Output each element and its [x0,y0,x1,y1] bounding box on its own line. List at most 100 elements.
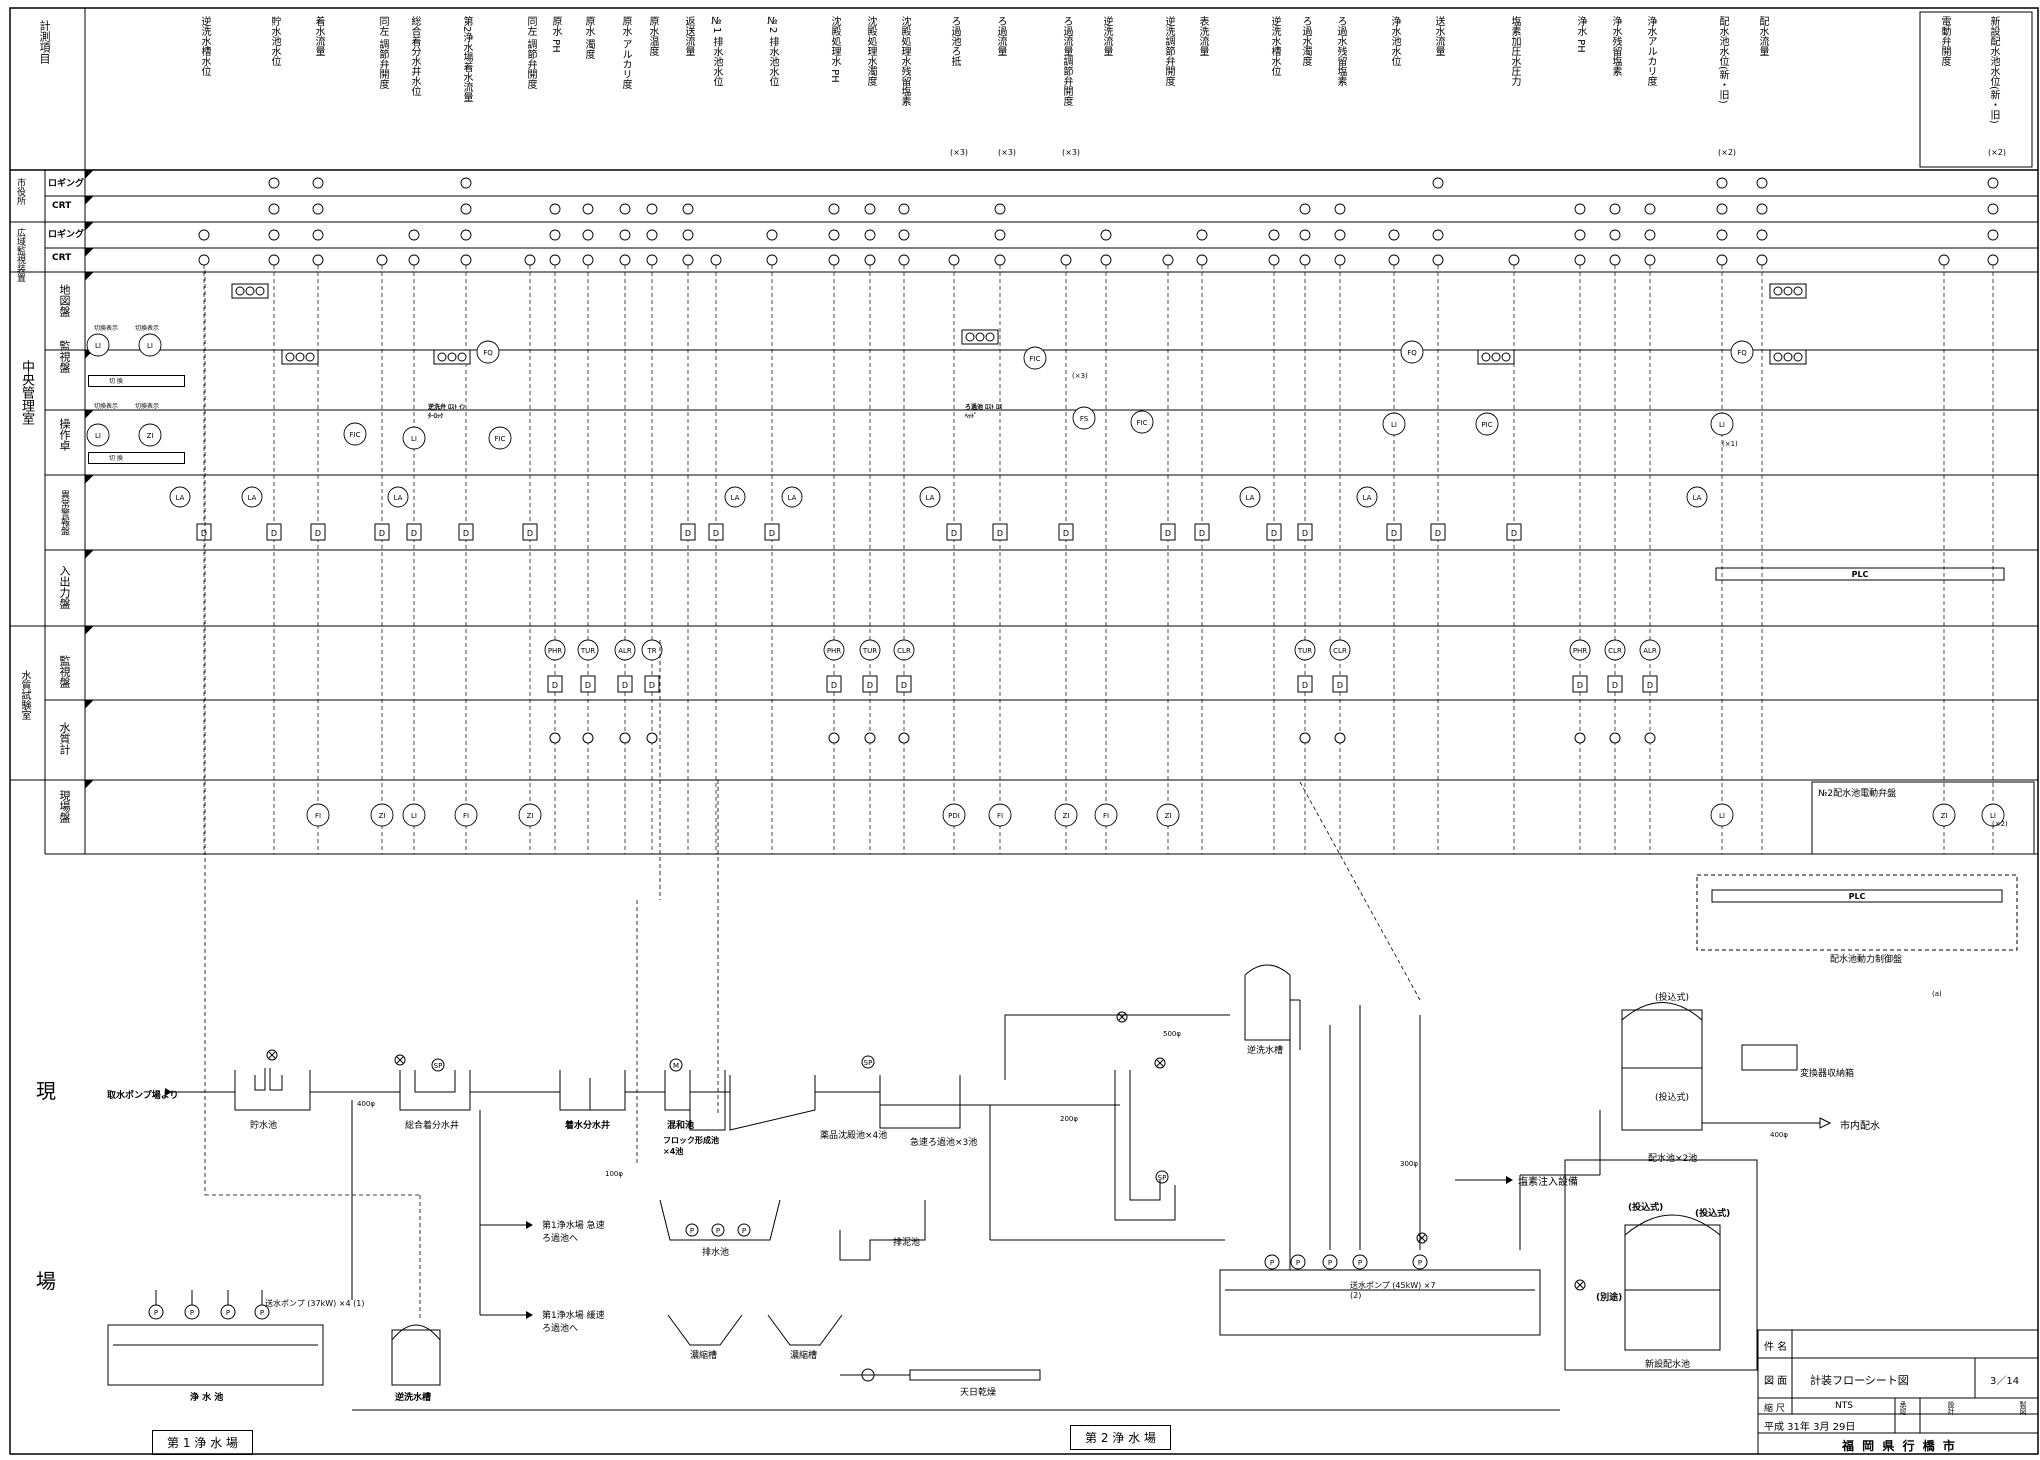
d-box-text: D [271,529,277,538]
wide-crt-circle [619,254,631,266]
field-tag-text: ZI [1941,812,1948,820]
wq-tag [1294,639,1316,661]
multiplier-label: (×3) [950,148,968,157]
wide-crt-circle [682,254,694,266]
wide-logging-circle [1388,229,1400,241]
header-item: 送水流量 [1433,16,1444,56]
row-alarm: 異常警報盤 [59,490,69,535]
wq-meter [646,732,658,744]
d-box [196,523,212,541]
header-item: 塩素加圧水圧力 [1509,16,1520,86]
header-item: №2 排水池水位 [767,16,778,87]
d-box-text: D [1612,681,1618,690]
la-tag [1686,486,1708,508]
wide-crt-circle [710,254,722,266]
wq-meter [1644,732,1656,744]
wide-crt-circle [198,254,210,266]
d-box-text: D [1271,529,1277,538]
operation-tag-text: LI [411,435,417,443]
label-filter-rp: ろ過池 ﾛｽﾄ ﾛｽﾍｯﾄﾞ [965,404,1003,420]
label-converter: 変換器収納箱 [1800,1069,1855,1079]
label-floc: フロック形成池 ×4池 [663,1136,719,1156]
wide-crt-circle [948,254,960,266]
d-box-text: D [649,681,655,690]
d-box [1297,523,1313,541]
wide-crt-circle [1334,254,1346,266]
indicator-lamp [245,286,255,296]
wide-crt-circle [312,254,324,266]
label-d400b: 400φ [1770,1131,1788,1139]
monitor-tag-text: LI [95,342,101,350]
monitor-tag [138,333,162,357]
d-box-text: D [713,529,719,538]
pump-plant2-text: P [1270,1259,1274,1267]
drain-pump-text: P [742,1227,746,1235]
city-crt-circle [582,203,594,215]
label-plant2-pump: 送水ポンプ (45kW) ×7 (2) [1350,1281,1436,1300]
field-valve-x [396,1056,404,1064]
header-item: 同左 調節弁開度 [377,16,388,90]
wide-logging-circle [549,229,561,241]
header-item: 逆洗水槽水位 [1269,16,1280,76]
field-valve-x [1156,1059,1164,1067]
wide-logging-circle [864,229,876,241]
wide-logging-circle [1987,229,1999,241]
group-wide: 広域監視装置 [15,228,25,282]
field-tag [370,803,394,827]
operation-tag [1710,412,1734,436]
field-tag-text: FI [463,812,469,820]
header-item: 浄水アルカリ度 [1645,16,1656,86]
indicator-panel [281,349,319,365]
pump-plant1-text: P [154,1309,158,1317]
wq-tag [893,639,915,661]
wide-logging-circle [898,229,910,241]
label-backwash-tank1: 逆洗水槽 [395,1393,432,1403]
wq-meter [828,732,840,744]
field-tag [1054,803,1078,827]
wq-meter [898,732,910,744]
indicator-lamp [255,286,265,296]
city-crt-circle [898,203,910,215]
operation-tag [138,423,162,447]
row-wq-monitor: 監視盤 [58,655,71,688]
d-box [406,523,422,541]
monitor-tag-text: FQ [1407,349,1417,357]
city-crt-circle [1609,203,1621,215]
label-city-supply: 市内配水 [1840,1121,1880,1132]
indicator-panel [1769,349,1807,365]
multiplier-label: (×3) [1062,148,1080,157]
operation-tag [488,426,512,450]
wide-crt-circle [1508,254,1520,266]
la-tag [724,486,746,508]
city-crt-circle [1987,203,1999,215]
label-valve-panel: №2配水池電動弁盤 [1818,789,1897,799]
row-operation: 操作卓 [58,418,71,451]
operation-tag-text: FIC [1137,419,1148,427]
d-box-text: D [1199,529,1205,538]
monitor-tag [86,333,110,357]
wide-logging-circle [198,229,210,241]
la-tag-text: LA [1246,494,1255,502]
row-field-2: 場 [36,1269,56,1293]
field-valve-x [268,1051,276,1059]
switch-display-3: 切換表示 [94,403,119,410]
sp-circle [1155,1170,1169,1184]
city-crt-circle [828,203,840,215]
sp-label: SP [1158,1174,1167,1182]
wq-meter [864,732,876,744]
field-tag [1932,803,1956,827]
d-box-text: D [769,529,775,538]
header-item: 貯水池水位 [269,16,280,66]
city-logging-circle [268,177,280,189]
row-io: 入出力盤 [58,565,71,609]
wide-logging-circle [1268,229,1280,241]
d-box-text: D [1165,529,1171,538]
d-box-text: D [585,681,591,690]
multiplier-label: (×2) [1988,148,2006,157]
wide-logging-circle [682,229,694,241]
pump-plant1-text: P [260,1309,264,1317]
city-crt-circle [460,203,472,215]
label-rapid-filter: 急速ろ過池×3池 [910,1138,978,1148]
